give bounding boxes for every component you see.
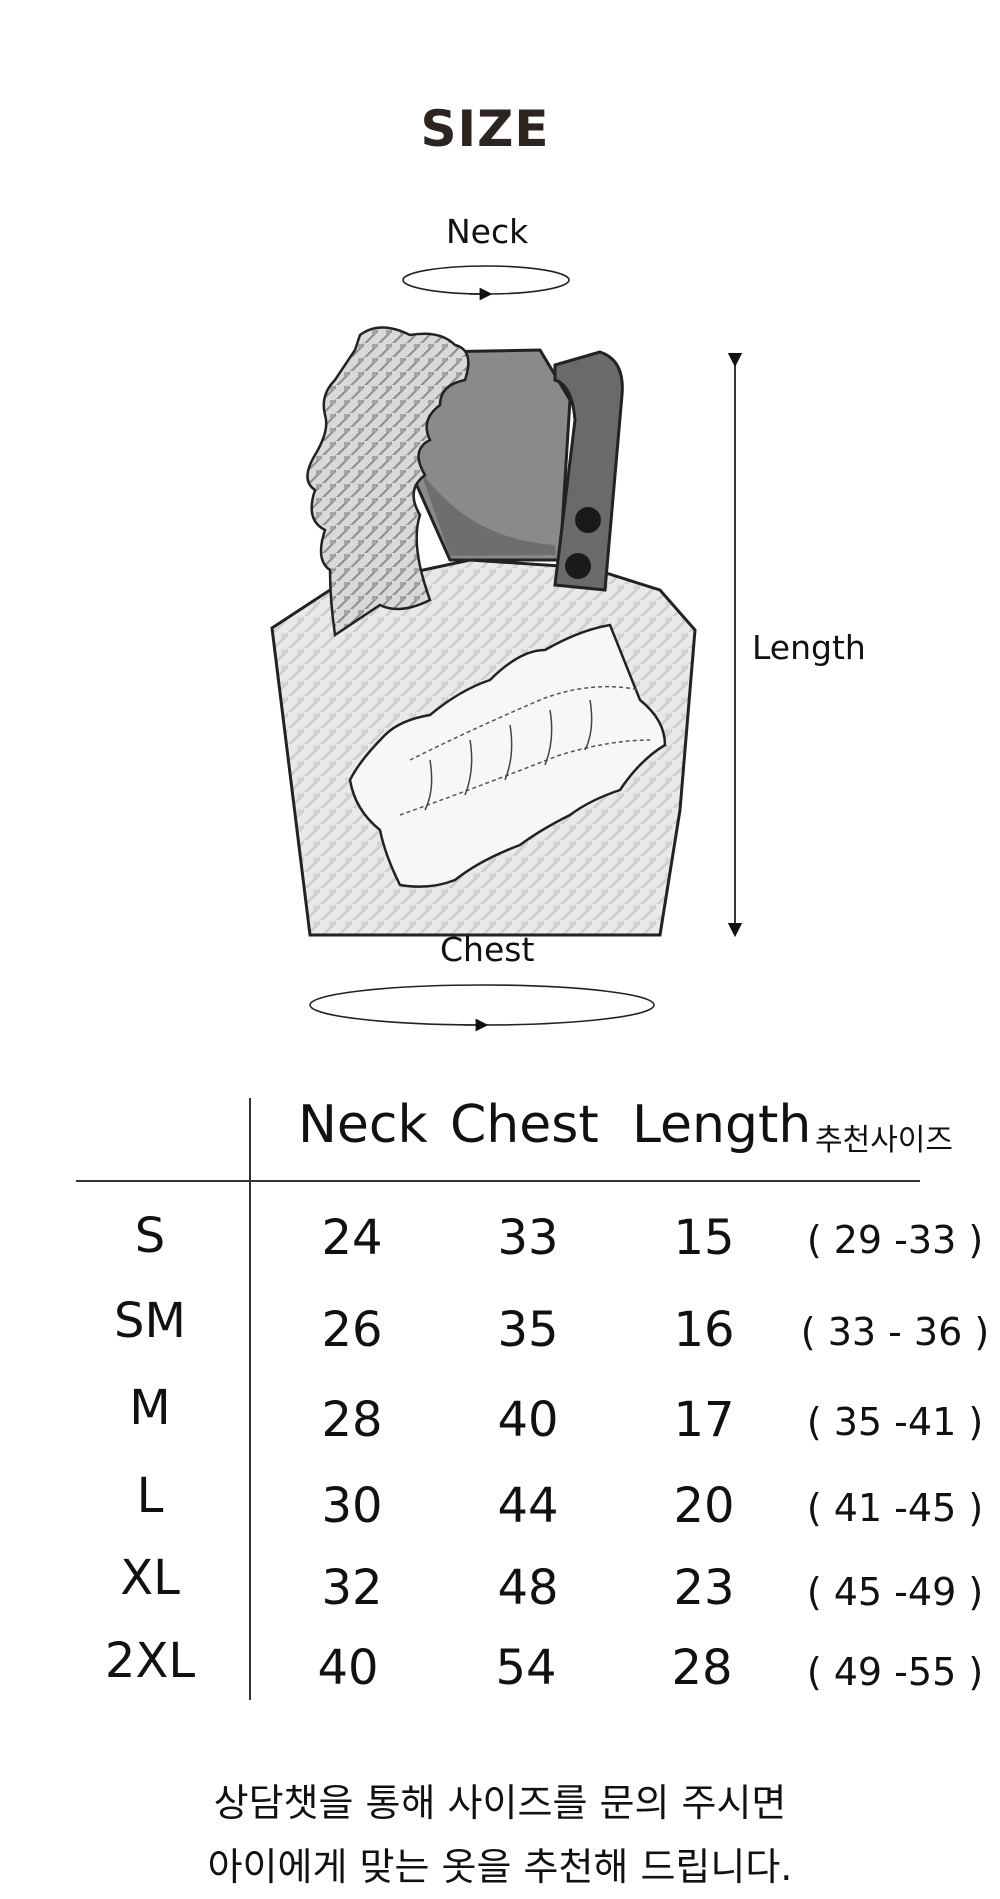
- header-length: Length: [632, 1095, 812, 1155]
- note-line-1: 상담챗을 통해 사이즈를 문의 주시면: [213, 1781, 787, 1825]
- cell-neck: 24: [321, 1210, 383, 1266]
- cell-recommend: ( 33 - 36 ): [800, 1310, 990, 1354]
- garment-diagram: [270, 265, 743, 1032]
- cell-recommend: ( 41 -45 ): [806, 1486, 984, 1530]
- row-size-label: 2XL: [104, 1633, 196, 1689]
- cell-chest: 40: [497, 1392, 559, 1448]
- front-ruffle: [348, 623, 667, 888]
- table-vertical-divider: [249, 1098, 251, 1700]
- cell-neck: 28: [321, 1392, 383, 1448]
- header-neck: Neck: [298, 1095, 428, 1155]
- cell-neck: 26: [321, 1302, 383, 1358]
- page-title: SIZE: [420, 100, 550, 158]
- cell-neck: 30: [321, 1478, 383, 1534]
- strap: [553, 350, 624, 592]
- length-label: Length: [752, 628, 866, 667]
- cell-length: 28: [671, 1640, 733, 1696]
- cell-chest: 33: [497, 1210, 559, 1266]
- cell-neck: 32: [321, 1560, 383, 1616]
- cell-length: 16: [673, 1302, 735, 1358]
- strap-button-top: [575, 507, 601, 533]
- cell-recommend: ( 35 -41 ): [806, 1400, 984, 1444]
- cell-length: 17: [673, 1392, 735, 1448]
- chest-ellipse: [309, 984, 655, 1026]
- cell-recommend: ( 49 -55 ): [806, 1650, 984, 1694]
- row-size-label: SM: [114, 1293, 186, 1349]
- header-chest: Chest: [450, 1095, 599, 1155]
- left-ruffle: [306, 326, 470, 638]
- chest-label: Chest: [440, 930, 535, 969]
- cell-chest: 35: [497, 1302, 559, 1358]
- cell-length: 23: [673, 1560, 735, 1616]
- cell-chest: 54: [495, 1640, 557, 1696]
- strap-button-bottom: [565, 553, 591, 579]
- table-header-divider: [76, 1180, 920, 1182]
- row-size-label: XL: [120, 1550, 180, 1606]
- cell-chest: 44: [497, 1478, 559, 1534]
- row-size-label: S: [134, 1208, 166, 1264]
- neck-label: Neck: [446, 212, 529, 251]
- cell-length: 20: [673, 1478, 735, 1534]
- row-size-label: L: [136, 1468, 164, 1524]
- cell-chest: 48: [497, 1560, 559, 1616]
- cell-neck: 40: [317, 1640, 379, 1696]
- row-size-label: M: [129, 1380, 171, 1436]
- cell-length: 15: [673, 1210, 735, 1266]
- cell-recommend: ( 29 -33 ): [806, 1218, 984, 1262]
- cell-recommend: ( 45 -49 ): [806, 1570, 984, 1614]
- header-recommend: 추천사이즈: [815, 1123, 953, 1158]
- note-line-2: 아이에게 맞는 옷을 추천해 드립니다.: [207, 1845, 793, 1889]
- neck-ellipse: [402, 265, 570, 295]
